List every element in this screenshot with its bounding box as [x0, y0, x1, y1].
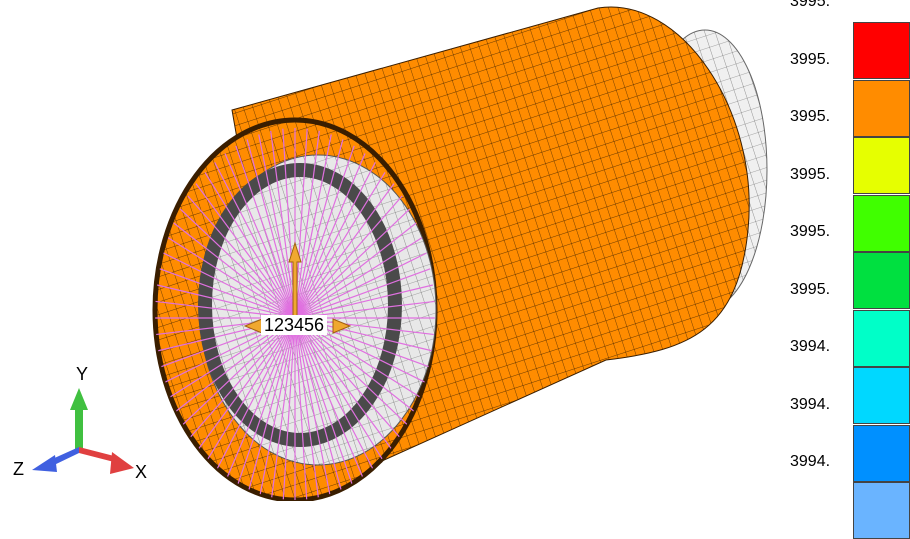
- rbe-spoke: [187, 317, 296, 441]
- legend-swatch: [853, 79, 910, 137]
- rbe-spoke: [224, 153, 296, 319]
- rbe-spoke: [294, 317, 411, 428]
- legend-swatch: [853, 137, 910, 194]
- rbe-spoke: [258, 134, 296, 319]
- triad-y-label: Y: [76, 364, 89, 384]
- rbe-spoke: [270, 317, 296, 500]
- rbe-spoke: [214, 317, 296, 474]
- rbe-spoke: [187, 195, 296, 319]
- rbe-spoke: [294, 317, 376, 474]
- rbe-spoke: [294, 208, 411, 319]
- rbe-spoke: [204, 317, 296, 464]
- legend-swatch: [853, 22, 910, 79]
- rbe-spoke: [270, 130, 296, 319]
- rbe-spoke: [294, 317, 395, 453]
- rbe-spoke: [294, 317, 332, 500]
- rbe-spoke: [159, 268, 296, 319]
- triad-z-arrow: [32, 447, 79, 472]
- legend-label: 3994.: [790, 453, 831, 470]
- legend-label: 3995.: [790, 223, 831, 240]
- rbe-spoke: [195, 317, 296, 453]
- rbe-spoke: [246, 317, 296, 497]
- node-id-label[interactable]: 123456: [261, 315, 328, 335]
- rbe-spoke: [294, 172, 386, 319]
- rbe-spoke: [179, 317, 296, 428]
- node-load-arrows: [243, 241, 352, 334]
- rbe-spoke: [195, 183, 296, 319]
- legend-swatch: [853, 309, 910, 367]
- rbe-spoke: [294, 162, 376, 319]
- rbe-spoke: [294, 252, 427, 319]
- rbe-spoke: [294, 317, 386, 464]
- legend-swatch: [853, 424, 910, 482]
- rbe-spoke: [294, 195, 403, 319]
- legend-label: 3995.: [790, 165, 831, 183]
- legend-label: 3995.: [790, 280, 831, 298]
- rbe-spoke: [294, 268, 431, 319]
- rbe-spoke: [294, 222, 417, 319]
- rbe-spoke: [214, 162, 296, 319]
- rbe-spoke: [294, 317, 344, 497]
- coordinate-triad: [32, 388, 134, 474]
- rbe-spoke: [235, 145, 296, 319]
- triad-x-arrow: [79, 447, 134, 474]
- rbe-spoke: [294, 317, 403, 441]
- legend-swatch: [853, 367, 910, 424]
- legend-label: 3994.: [790, 338, 831, 355]
- rbe-spoke: [163, 252, 296, 319]
- triad-x-label: X: [135, 462, 148, 482]
- rbe-spoke: [294, 139, 344, 319]
- rbe-spoke: [294, 317, 355, 491]
- legend-swatch: [853, 482, 910, 539]
- rbe-spoke: [179, 208, 296, 319]
- legend-label: 3995.: [790, 50, 831, 68]
- legend-swatch: [853, 194, 910, 252]
- rbe-spoke: [246, 139, 296, 319]
- contour-legend: 3995. 3995. 3995. 3995. 3995. 3995. 3994. 3994.…: [780, 0, 910, 539]
- rbe-spoke: [235, 317, 296, 491]
- rbe-spoke: [224, 317, 296, 483]
- rbe-spoke: [294, 145, 355, 319]
- triad-y-arrow: [70, 388, 88, 453]
- model-viewport[interactable]: [0, 0, 910, 501]
- legend-label: 3995.: [790, 108, 831, 125]
- legend-label: 3994.: [790, 395, 831, 413]
- rbe-spoke: [294, 317, 366, 483]
- rbe-spoke: [294, 183, 395, 319]
- rbe-spoke: [173, 222, 296, 319]
- rbe-spoke: [294, 317, 320, 500]
- rbe-spoke: [294, 237, 423, 319]
- rbe-spoke-group: [155, 128, 435, 500]
- rbe-spoke: [258, 317, 296, 500]
- legend-swatch: [853, 252, 910, 309]
- rbe-spoke: [294, 153, 366, 319]
- legend-label: 3995.: [790, 0, 831, 10]
- rbe-spoke: [294, 134, 332, 319]
- rbe-spoke: [204, 172, 296, 319]
- rbe-spoke: [282, 317, 296, 500]
- rbe-spoke: [167, 237, 296, 319]
- rbe-spoke: [294, 130, 320, 319]
- rbe-spoke: [294, 284, 434, 319]
- triad-z-label: Z: [13, 459, 24, 479]
- rbe-spoke: [294, 317, 308, 500]
- rbe-spoke: [156, 284, 296, 319]
